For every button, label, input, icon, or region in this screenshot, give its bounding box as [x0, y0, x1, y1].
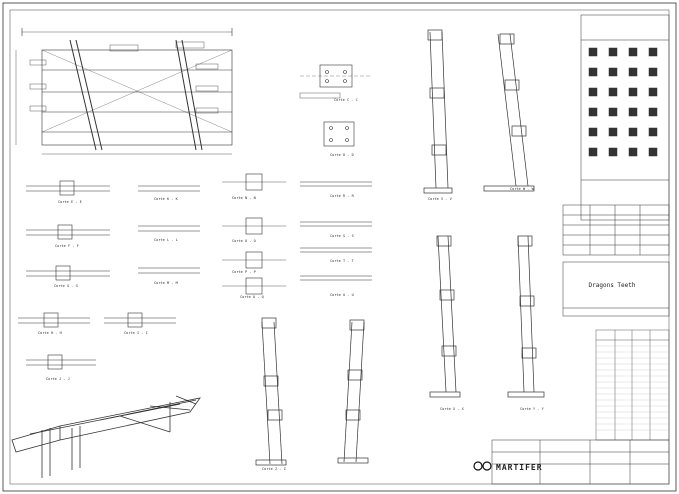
elevation-view [15, 28, 233, 155]
detail-icon-grid [580, 14, 670, 221]
bill-of-materials [595, 329, 670, 441]
bottom-title-block [491, 439, 670, 485]
detail-cross-sections [222, 173, 372, 295]
label-cut-z: Corte Z - Z [262, 467, 287, 471]
column-elevations-top [423, 29, 535, 194]
detail-section-c [299, 64, 372, 99]
inner-border [9, 9, 670, 485]
label-cut-n: Corte N - N [232, 196, 256, 200]
label-cut-t: Corte T - T [330, 259, 355, 263]
company-logo [473, 461, 492, 471]
label-cut-w: Corte W - W [510, 187, 535, 191]
label-cut-c: Corte C - C [334, 98, 358, 102]
label-cut-h: Corte H - H [38, 331, 62, 335]
label-cut-v: Corte V - V [428, 197, 453, 201]
label-cut-x: Corte X - X [440, 407, 465, 411]
project-title-box [562, 261, 670, 317]
spec-table [562, 204, 670, 256]
label-cut-l: Corte L - L [154, 238, 178, 242]
label-cut-i: Corte I - I [124, 331, 148, 335]
label-cut-j: Corte J - J [46, 377, 70, 381]
label-cut-p: Corte P - P [232, 270, 256, 274]
detail-row-left [18, 180, 176, 370]
detail-row-mid [138, 185, 200, 274]
bom-rows [596, 345, 669, 431]
label-cut-e: Corte E - E [58, 200, 82, 204]
label-cut-y: Corte Y - Y [520, 407, 545, 411]
label-cut-k: Corte K - K [154, 197, 179, 201]
label-cut-m: Corte M - M [154, 281, 179, 285]
detail-section-d [323, 121, 355, 147]
label-cut-o: Corte O - O [232, 239, 256, 243]
label-cut-q: Corte Q - Q [240, 295, 264, 299]
label-cut-g: Corte G - G [54, 284, 78, 288]
label-cut-d: Corte D - D [330, 153, 354, 157]
label-cut-u: Corte U - U [330, 293, 354, 297]
column-elevations-bottom [255, 235, 545, 466]
project-title: Dragons Teeth [589, 282, 636, 289]
label-cut-s: Corte S - S [330, 234, 354, 238]
logo-text: MARTIFER [496, 463, 543, 472]
isometric-view [11, 395, 201, 478]
label-cut-f: Corte F - F [55, 244, 79, 248]
label-cut-r: Corte R - R [330, 194, 355, 198]
